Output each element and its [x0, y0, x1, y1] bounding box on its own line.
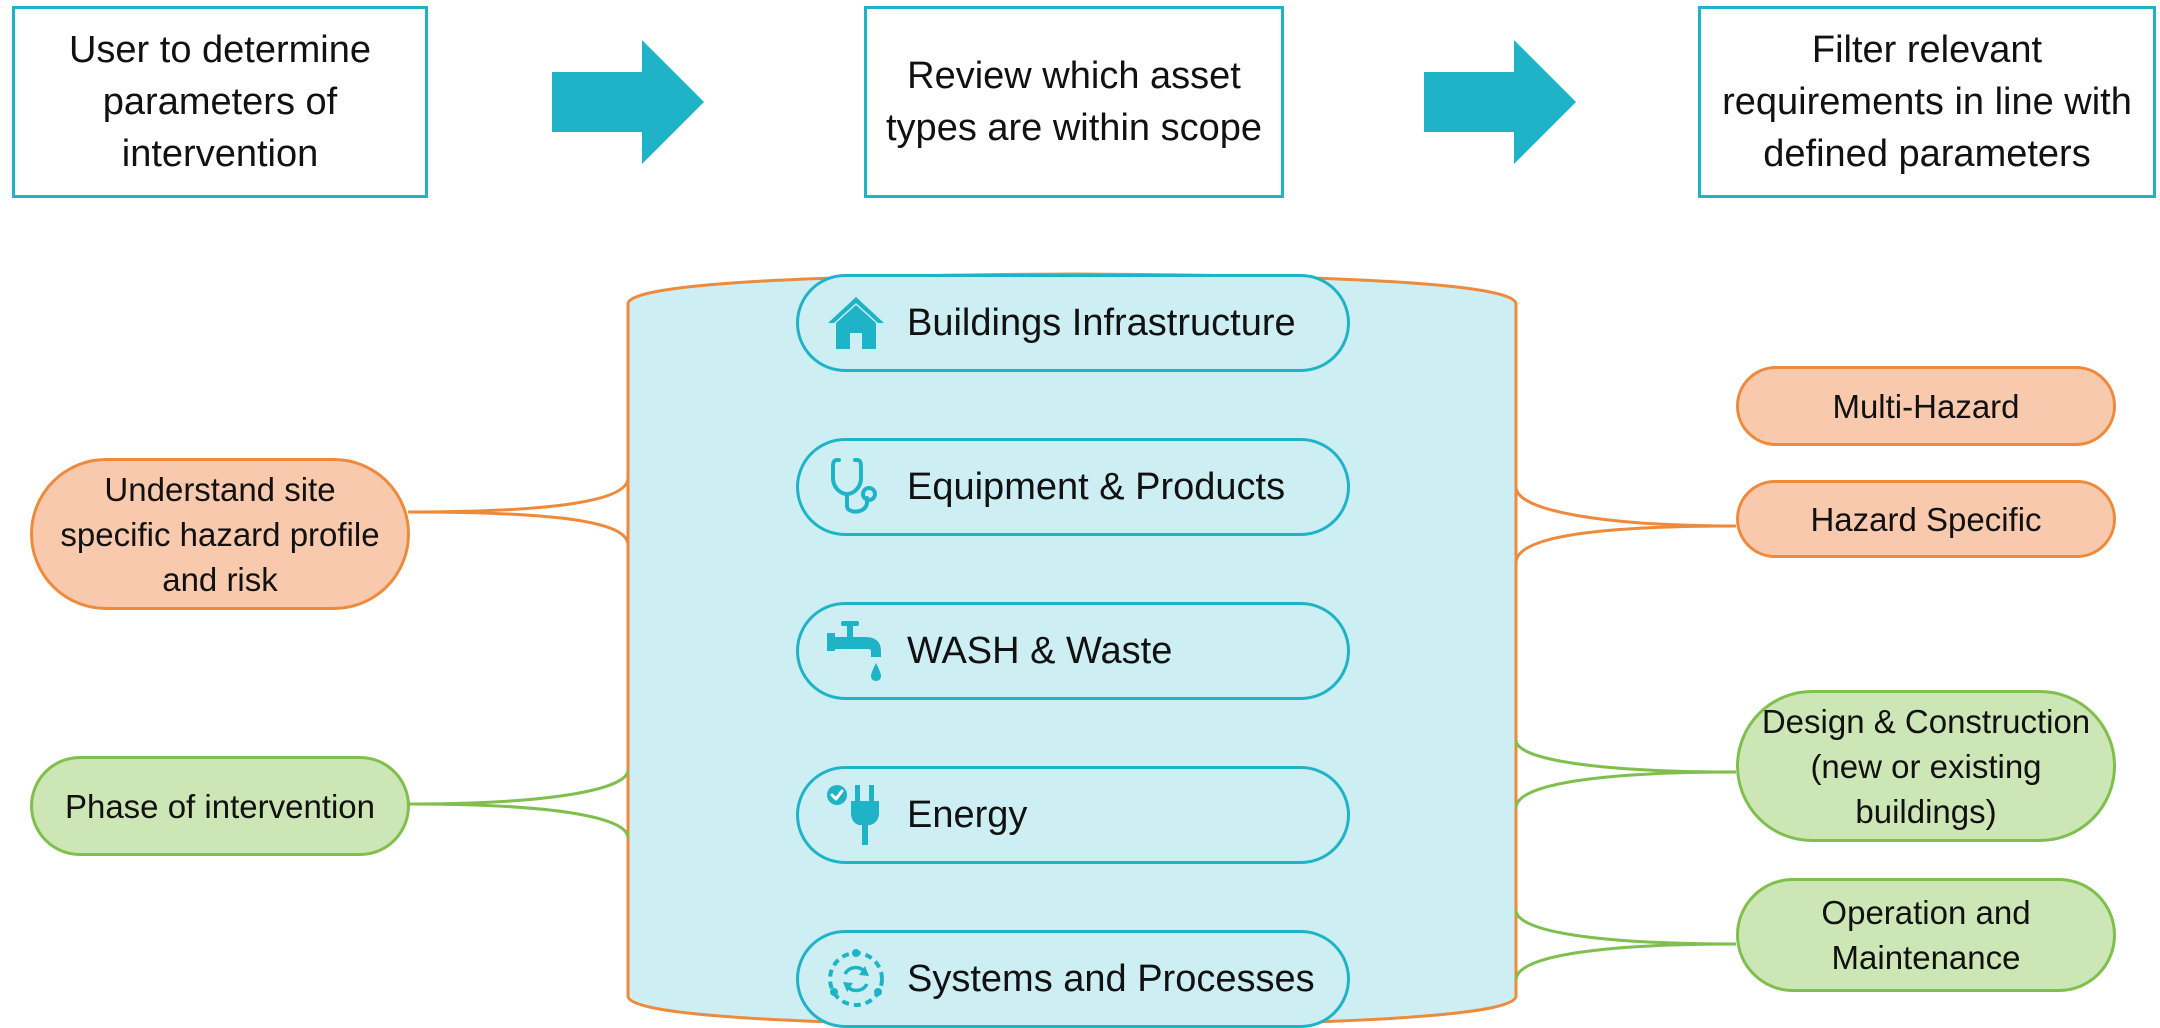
asset-wash-waste: WASH & Waste [796, 602, 1350, 700]
node-text: Understand site specific hazard profile … [60, 470, 380, 598]
step-text: User to determine parameters of interven… [68, 29, 371, 175]
connector-hazard-upper [407, 477, 630, 514]
step-determine-parameters: User to determine parameters of interven… [12, 6, 428, 198]
node-site-hazard-profile: Understand site specific hazard profile … [30, 458, 410, 610]
cycle-process-icon [821, 944, 891, 1014]
asset-label: Equipment & Products [907, 465, 1286, 508]
connector-design-upper [1514, 739, 1737, 774]
step-text: Filter relevant requirements in line wit… [1722, 29, 2132, 175]
connector-hazard-specific-lower [1514, 524, 1737, 564]
asset-label: WASH & Waste [907, 629, 1173, 672]
connector-operation-upper [1514, 909, 1737, 946]
node-design-construction: Design & Construction (new or existing b… [1736, 690, 2116, 842]
node-hazard-specific: Hazard Specific [1736, 480, 2116, 558]
connector-hazard-lower [407, 510, 630, 546]
node-multi-hazard: Multi-Hazard [1736, 366, 2116, 446]
power-plug-icon [821, 780, 891, 850]
asset-label: Buildings Infrastructure [907, 301, 1296, 344]
connector-phase-upper [407, 769, 630, 806]
arrow-right-icon [1424, 40, 1576, 164]
connector-design-lower [1514, 770, 1737, 809]
house-icon [821, 288, 891, 358]
node-text: Design & Construction (new or existing b… [1761, 702, 2091, 830]
asset-equipment-products: Equipment & Products [796, 438, 1350, 536]
node-phase-of-intervention: Phase of intervention [30, 756, 410, 856]
arrow-right-icon [552, 40, 704, 164]
node-operation-maintenance: Operation and Maintenance [1736, 878, 2116, 992]
node-text: Phase of intervention [64, 787, 376, 825]
node-text: Hazard Specific [1810, 500, 2042, 538]
node-text: Operation and Maintenance [1821, 894, 2031, 976]
step-filter-requirements: Filter relevant requirements in line wit… [1698, 6, 2156, 198]
water-tap-icon [821, 616, 891, 686]
asset-buildings-infrastructure: Buildings Infrastructure [796, 274, 1350, 372]
step-review-asset-types: Review which asset types are within scop… [864, 6, 1284, 198]
asset-systems-processes: Systems and Processes [796, 930, 1350, 1028]
asset-label: Energy [907, 793, 1028, 836]
connector-operation-lower [1514, 942, 1737, 981]
connector-phase-lower [407, 802, 630, 839]
stethoscope-icon [821, 452, 891, 522]
step-text: Review which asset types are within scop… [886, 55, 1262, 149]
node-text: Multi-Hazard [1832, 387, 2020, 425]
asset-energy: Energy [796, 766, 1350, 864]
connector-hazard-specific-upper [1514, 486, 1737, 528]
asset-label: Systems and Processes [907, 957, 1315, 1000]
